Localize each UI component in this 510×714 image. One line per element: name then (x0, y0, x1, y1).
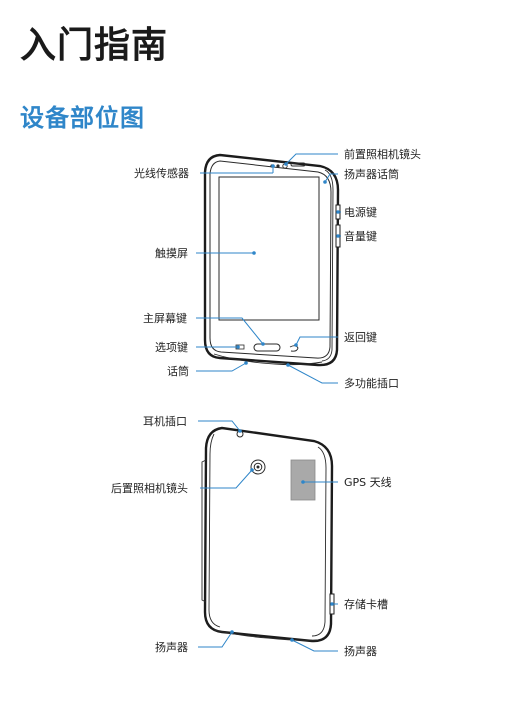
headset-jack-label: 耳机插口 (143, 414, 187, 428)
speaker-left-label: 扬声器 (155, 640, 188, 654)
menu-key-label: 选项键 (155, 340, 188, 354)
front-camera-label: 前置照相机镜头 (344, 147, 421, 161)
page-title: 入门指南 (20, 25, 169, 66)
gps-antenna-label: GPS 天线 (344, 475, 392, 489)
power-key-label: 电源键 (344, 205, 377, 219)
touch-screen-label: 触摸屏 (155, 246, 188, 260)
multipurpose-jack-label: 多功能插口 (344, 376, 399, 390)
back-leaders (198, 420, 338, 652)
microphone-label: 话筒 (167, 364, 189, 378)
front-device-illustration (203, 153, 341, 367)
section-title: 设备部位图 (20, 104, 145, 132)
front-leaders (196, 153, 341, 384)
light-sensor-label: 光线传感器 (134, 166, 189, 180)
speaker-right-label: 扬声器 (344, 644, 377, 658)
back-device-illustration (201, 426, 335, 643)
earpiece-label: 扬声器话筒 (344, 167, 399, 181)
rear-camera-label: 后置照相机镜头 (111, 481, 188, 495)
back-key-label: 返回键 (344, 330, 377, 344)
memory-card-slot-label: 存储卡槽 (344, 597, 388, 611)
home-key-label: 主屏幕键 (143, 311, 187, 325)
volume-key-label: 音量键 (344, 229, 377, 243)
